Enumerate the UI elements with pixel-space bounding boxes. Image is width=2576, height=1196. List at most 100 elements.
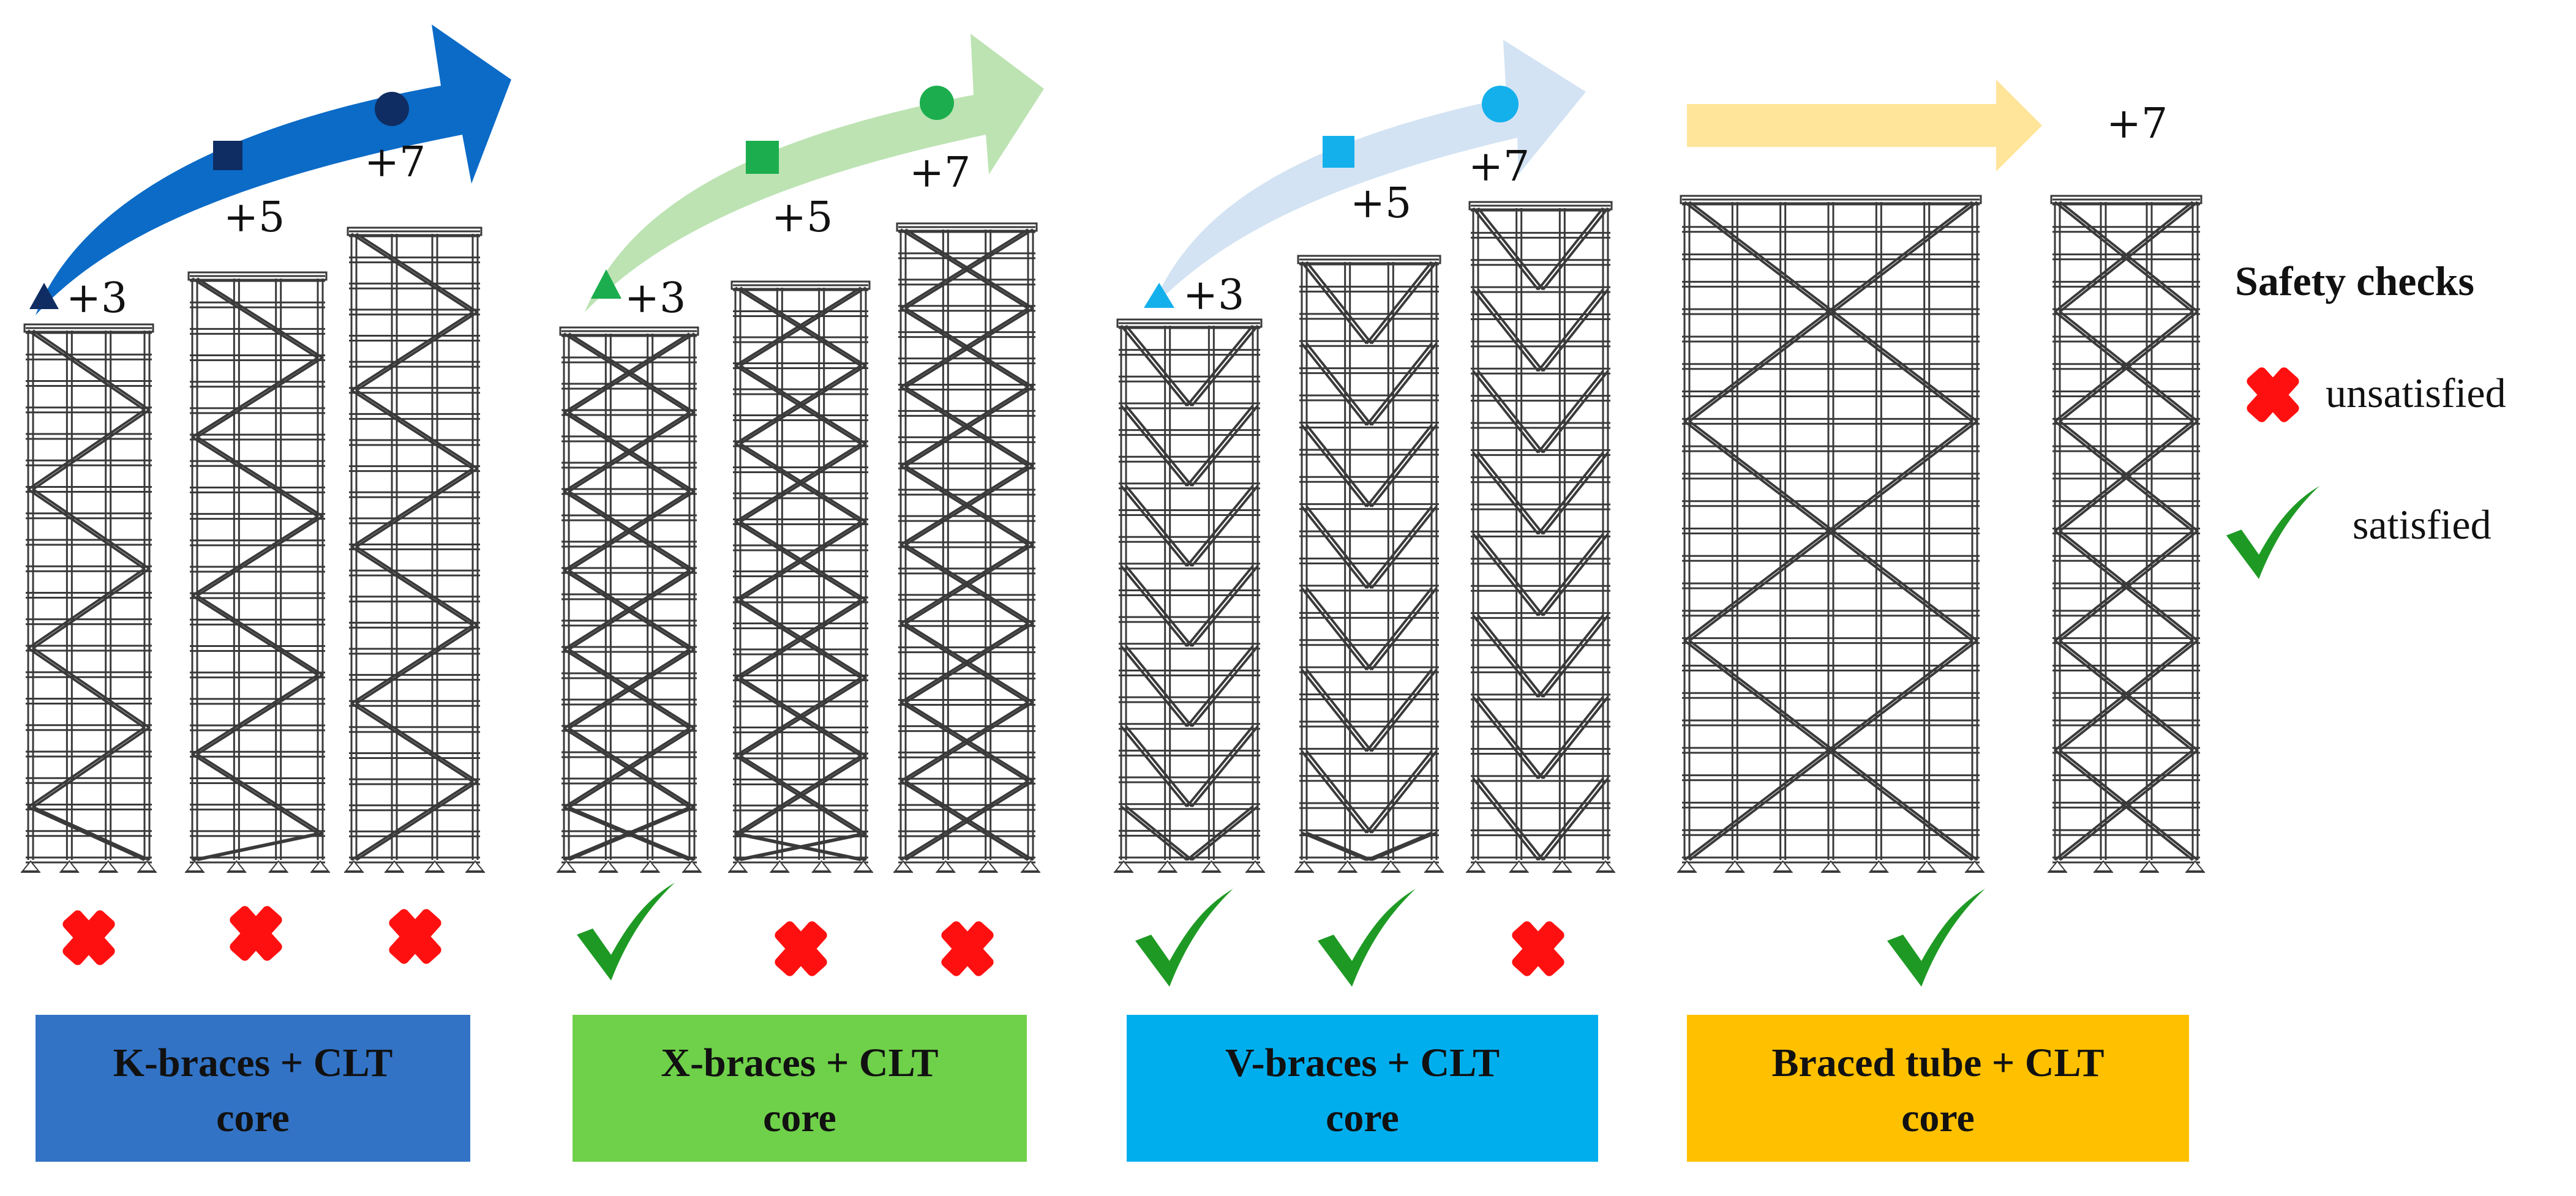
support-pin xyxy=(640,860,659,872)
x-trend-arrow xyxy=(585,34,1044,312)
brace-line xyxy=(1125,565,1193,648)
brace-line xyxy=(1537,533,1604,616)
k-markers xyxy=(29,92,409,309)
support-pin xyxy=(1677,860,1697,872)
x-markers xyxy=(591,86,954,299)
roof-beam xyxy=(1468,201,1613,211)
k-check-1-cross-icon xyxy=(62,910,115,965)
brace-line xyxy=(1301,750,1368,834)
support-pin xyxy=(137,860,157,872)
brace-line xyxy=(1125,485,1193,567)
brace-line xyxy=(1365,424,1433,507)
brace-line xyxy=(1542,370,1609,454)
brace-line xyxy=(1125,725,1193,807)
k-frame-2 xyxy=(185,271,330,873)
check-path xyxy=(1318,889,1416,987)
brace-line xyxy=(2059,201,2199,313)
x-triangle-icon xyxy=(591,269,621,299)
brace-line xyxy=(27,488,146,570)
brace-line xyxy=(2054,201,2194,313)
brace-line xyxy=(563,490,691,572)
brace-line xyxy=(1472,207,1539,291)
x-caption-line-2: core xyxy=(763,1096,836,1140)
brace-line xyxy=(350,467,474,548)
brace-line xyxy=(563,727,691,809)
brace-line xyxy=(1185,725,1254,807)
brace-line xyxy=(899,307,1029,389)
brace-line xyxy=(1301,587,1368,671)
brace-line xyxy=(196,674,324,755)
v-caption: V-braces + CLT core xyxy=(1127,1015,1598,1162)
brace-line xyxy=(1537,370,1604,454)
brace-line xyxy=(1370,750,1438,834)
brace-line xyxy=(1472,696,1539,780)
brace-line xyxy=(904,701,1034,782)
brace-line xyxy=(355,624,479,705)
brace-line xyxy=(350,233,474,313)
brace-line xyxy=(739,676,867,757)
brace-line xyxy=(568,411,696,493)
roof-beam xyxy=(1680,195,1982,204)
v-triangle-icon xyxy=(1144,283,1174,308)
brace-line xyxy=(32,329,151,411)
brace-line xyxy=(1125,645,1193,728)
v-trend-arrow-shape xyxy=(1151,40,1586,309)
brace-line xyxy=(563,332,691,414)
support-pin xyxy=(2048,860,2067,872)
brace-line xyxy=(1190,645,1259,728)
roof-beam xyxy=(896,222,1038,232)
brace-line xyxy=(563,806,690,861)
brace-line xyxy=(2059,640,2199,752)
support-pin xyxy=(1338,860,1357,872)
brace-line xyxy=(904,622,1034,704)
brace-line xyxy=(568,727,696,809)
brace-line xyxy=(899,780,1029,861)
brace-line xyxy=(1683,420,1973,642)
brace-line xyxy=(1305,587,1373,671)
brace-line xyxy=(734,676,862,757)
support-pin xyxy=(1509,860,1528,872)
v-caption-box xyxy=(1127,1015,1598,1162)
brace-line xyxy=(2059,529,2199,642)
brace-line xyxy=(1472,452,1539,535)
brace-line xyxy=(1305,750,1373,834)
check-path xyxy=(1887,889,1985,987)
x-caption-box xyxy=(573,1015,1027,1162)
brace-line xyxy=(355,780,479,861)
support-pin xyxy=(1869,860,1888,872)
support-pin xyxy=(1114,860,1133,872)
v-check-3-cross-icon xyxy=(1512,921,1564,976)
k-triangle-icon xyxy=(29,283,59,309)
k-check-3-cross-icon xyxy=(389,909,441,964)
brace-line xyxy=(196,515,324,597)
tube-storey-label: +7 xyxy=(2106,100,2168,148)
brace-line xyxy=(1125,324,1193,407)
support-pin xyxy=(2093,860,2113,872)
brace-line xyxy=(27,329,146,411)
brace-line xyxy=(2054,529,2194,642)
brace-line xyxy=(1190,485,1259,567)
brace-line xyxy=(563,411,691,493)
support-pin xyxy=(185,860,205,872)
brace-line xyxy=(1185,645,1254,728)
support-pin xyxy=(728,860,748,872)
brace-line xyxy=(1365,506,1433,589)
brace-line xyxy=(1542,452,1609,535)
k-check-2-cross-icon xyxy=(230,906,282,961)
brace-line xyxy=(1370,261,1438,345)
brace-line xyxy=(2054,420,2194,533)
brace-line xyxy=(1370,587,1438,671)
brace-line xyxy=(1472,615,1539,698)
brace-line xyxy=(1120,725,1188,807)
brace-line xyxy=(568,806,695,861)
brace-line xyxy=(1537,452,1604,535)
brace-line xyxy=(904,780,1034,861)
k-caption-line-2: core xyxy=(216,1096,290,1140)
support-pin xyxy=(893,860,913,872)
v-frame-3 xyxy=(1466,201,1615,873)
brace-line xyxy=(27,567,146,649)
brace-line xyxy=(568,490,696,572)
support-pin xyxy=(1773,860,1792,872)
support-pin xyxy=(269,860,288,872)
support-pin xyxy=(1466,860,1485,872)
